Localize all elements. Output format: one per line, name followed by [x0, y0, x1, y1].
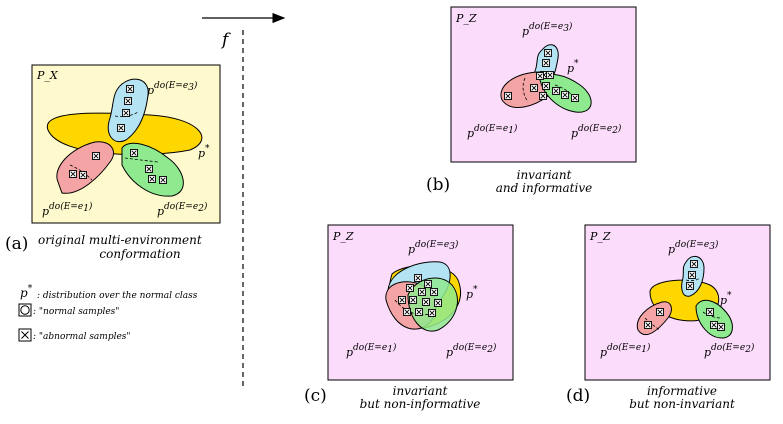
panel-a-tag: (a)	[5, 234, 28, 254]
panel-d-caption-line2: but non-invariant	[629, 397, 735, 411]
space-x-label: P_X	[36, 69, 59, 82]
legend: p* : distribution over the normal class …	[18, 284, 198, 342]
legend-pstar-text: : distribution over the normal class	[37, 291, 198, 301]
panel-c-tag: (c)	[304, 386, 327, 406]
panel-d: P_Z pdo(E=e3) p* pdo(E=e1) pdo(E=e2) (d)…	[566, 224, 771, 411]
map-label: f	[220, 30, 231, 50]
panel-a-caption-line2: conformation	[99, 247, 180, 261]
panel-a: P_X pdo(E=e3) p* pdo(E=e1) pdo(E=e2) (a)…	[5, 64, 221, 261]
panel-c: P_Z pdo(E=e3) p* pdo(E=e1) pdo(E=e2) (c)…	[304, 224, 514, 411]
panel-c-caption-line1: invariant	[393, 384, 448, 398]
legend-pstar-symbol: p*	[20, 284, 33, 300]
panel-a-caption-line1: original multi-environment	[38, 233, 202, 247]
space-z-label-d: P_Z	[589, 230, 611, 243]
mapping-arrow: f	[202, 12, 286, 50]
panel-b-caption-line1: invariant	[517, 168, 572, 182]
space-z-label-c: P_Z	[332, 230, 354, 243]
panel-c-caption-line2: but non-informative	[360, 397, 481, 411]
space-z-label-b: P_Z	[455, 12, 477, 25]
legend-abnormal-text: : "abnormal samples"	[33, 332, 131, 342]
panel-b-caption-line2: and informative	[496, 181, 592, 195]
legend-normal-text: : "normal samples"	[33, 307, 119, 317]
panel-b: P_Z pdo(E=e3) p* pdo(E=e1) pdo(E=e2) (b)…	[426, 6, 637, 195]
panel-d-caption-line1: informative	[647, 384, 717, 398]
panel-d-tag: (d)	[566, 386, 590, 406]
panel-b-tag: (b)	[426, 175, 450, 195]
